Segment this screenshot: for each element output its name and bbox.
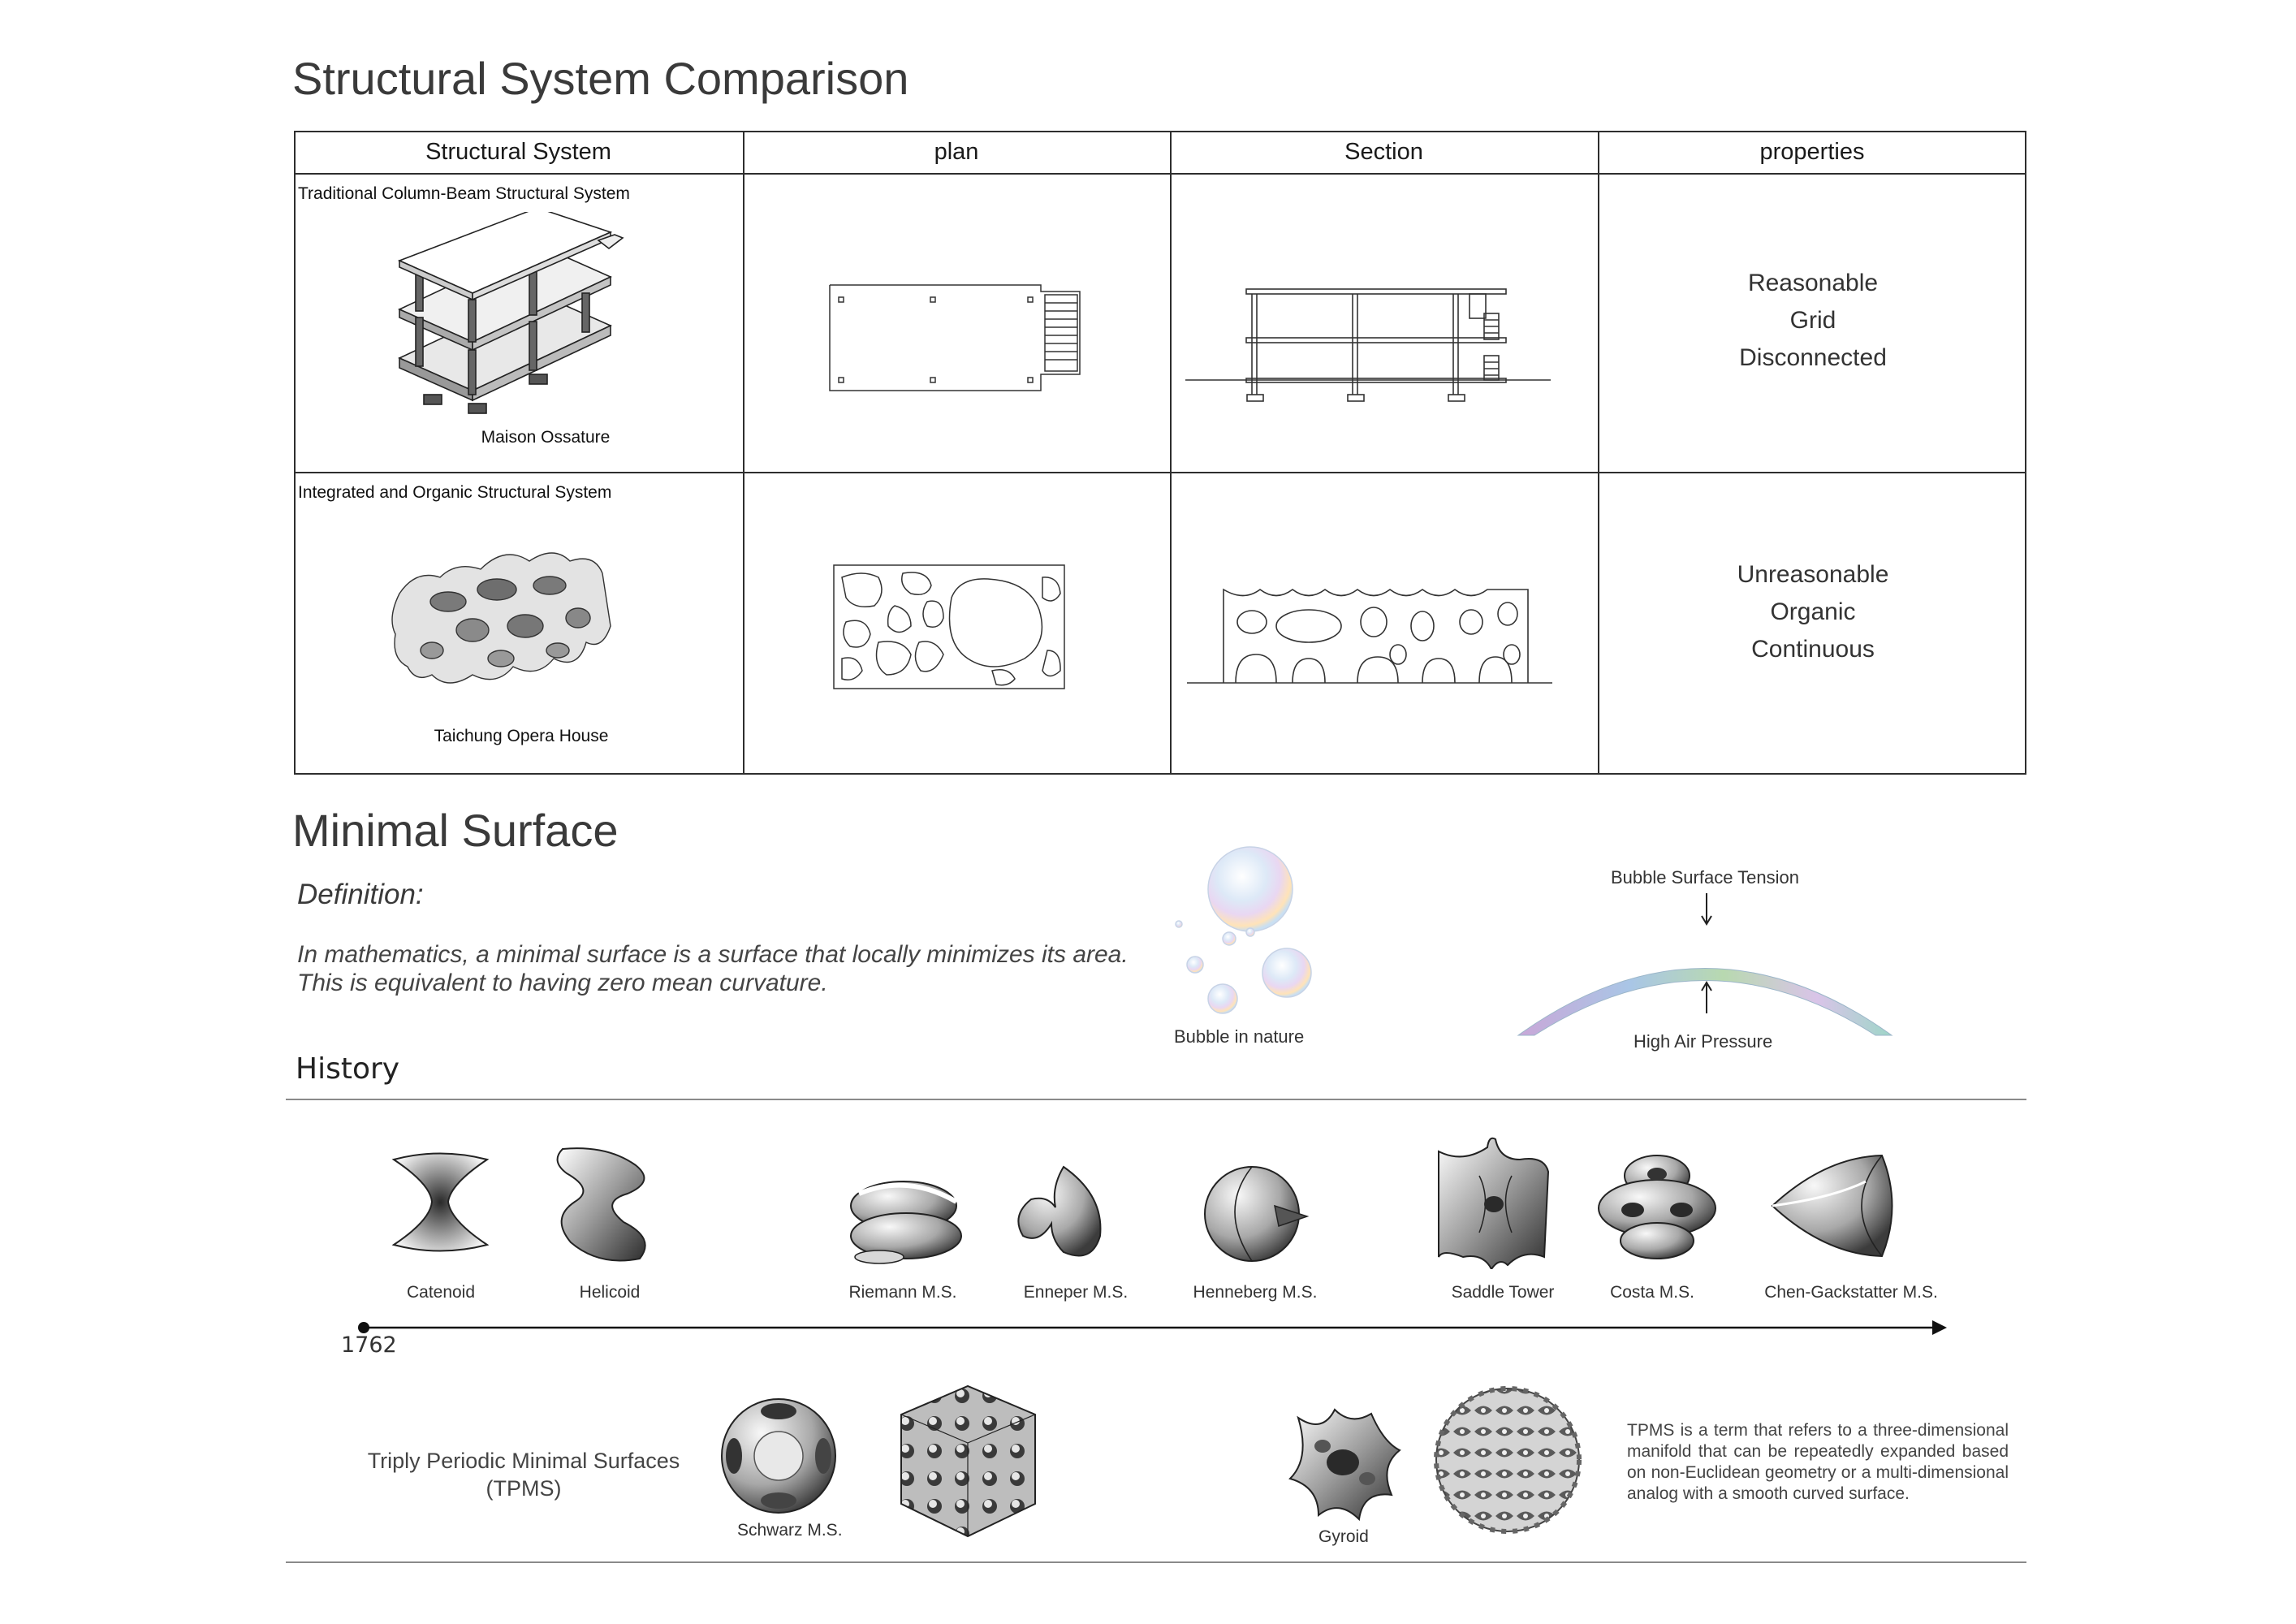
row-1-property-1: Reasonable bbox=[1747, 270, 1879, 296]
tpms-description: TPMS is a term that refers to a three-di… bbox=[1627, 1421, 2009, 1503]
schwarz-label: Schwarz M.S. bbox=[737, 1521, 843, 1540]
pressure-arrow bbox=[1701, 981, 1712, 1013]
row-1-property-2: Grid bbox=[1789, 307, 1836, 334]
row-2-system-name: Integrated and Organic Structural System bbox=[298, 483, 612, 502]
bubble-caption: Bubble in nature bbox=[1174, 1026, 1305, 1047]
definition-line-2: This is equivalent to having zero mean c… bbox=[297, 970, 828, 996]
row-1-properties: Reasonable Grid Disconnected bbox=[1598, 265, 2028, 377]
surface-label-catenoid: Catenoid bbox=[406, 1283, 476, 1302]
taichung-opera-plan bbox=[833, 564, 1065, 689]
history-title: History bbox=[296, 1052, 400, 1086]
row-2-property-1: Unreasonable bbox=[1737, 561, 1889, 588]
bubble-arch-illustration bbox=[1517, 968, 1893, 1036]
schwarz-unit-icon bbox=[721, 1398, 836, 1514]
tpms-label-line-1: Triply Periodic Minimal Surfaces bbox=[367, 1449, 680, 1473]
surface-label-helicoid: Helicoid bbox=[579, 1283, 641, 1302]
gyroid-label: Gyroid bbox=[1318, 1527, 1369, 1546]
minimal-surface-title: Minimal Surface bbox=[292, 805, 619, 856]
schwarz-lattice-icon bbox=[900, 1384, 1036, 1538]
surface-label-chen-gackstatter: Chen-Gackstatter M.S. bbox=[1764, 1283, 1938, 1302]
gyroid-unit-icon bbox=[1288, 1408, 1401, 1522]
header-plan: plan bbox=[934, 139, 979, 165]
definition-line-1: In mathematics, a minimal surface is a s… bbox=[297, 941, 1129, 968]
surface-label-costa: Costa M.S. bbox=[1610, 1283, 1694, 1302]
surface-label-henneberg: Henneberg M.S. bbox=[1193, 1283, 1318, 1302]
definition-label: Definition: bbox=[297, 879, 424, 910]
saddle-tower-icon bbox=[1438, 1137, 1550, 1269]
comparison-table: Structural System plan Section propertie… bbox=[294, 131, 2026, 775]
tension-label: Bubble Surface Tension bbox=[1611, 867, 1799, 888]
header-structural-system: Structural System bbox=[425, 139, 611, 165]
tension-arrow bbox=[1701, 893, 1712, 926]
costa-icon bbox=[1598, 1155, 1716, 1259]
henneberg-icon bbox=[1204, 1166, 1310, 1262]
tpms-label: Triply Periodic Minimal Surfaces (TPMS) bbox=[357, 1447, 690, 1502]
enneper-icon bbox=[1017, 1165, 1102, 1257]
chen-gackstatter-icon bbox=[1771, 1154, 1893, 1258]
maison-ossature-section bbox=[1185, 288, 1551, 402]
taichung-opera-section bbox=[1187, 588, 1552, 684]
surface-label-enneper: Enneper M.S. bbox=[1023, 1283, 1129, 1302]
history-bottom-rule bbox=[286, 1561, 2026, 1563]
row-2-property-3: Continuous bbox=[1751, 636, 1875, 663]
header-section: Section bbox=[1344, 139, 1423, 165]
gyroid-lattice-icon bbox=[1434, 1386, 1582, 1534]
maison-ossature-drawing bbox=[397, 212, 624, 414]
surface-label-riemann: Riemann M.S. bbox=[848, 1283, 957, 1302]
history-top-rule bbox=[286, 1099, 2026, 1100]
row-2-example-caption: Taichung Opera House bbox=[434, 727, 609, 745]
header-properties: properties bbox=[1759, 139, 1865, 165]
row-1-system-name: Traditional Column-Beam Structural Syste… bbox=[298, 184, 630, 203]
catenoid-icon bbox=[391, 1152, 490, 1252]
row-2-properties: Unreasonable Organic Continuous bbox=[1598, 556, 2028, 668]
timeline-start-year: 1762 bbox=[341, 1332, 397, 1358]
bubbles-illustration bbox=[1175, 846, 1312, 1014]
maison-ossature-plan bbox=[829, 284, 1081, 391]
taichung-opera-drawing bbox=[391, 552, 611, 684]
pressure-label: High Air Pressure bbox=[1634, 1031, 1773, 1052]
helicoid-icon bbox=[556, 1147, 646, 1262]
row-1-example-caption: Maison Ossature bbox=[481, 428, 611, 447]
riemann-icon bbox=[850, 1181, 962, 1264]
surface-label-saddle-tower: Saddle Tower bbox=[1451, 1283, 1555, 1302]
comparison-title: Structural System Comparison bbox=[292, 53, 909, 104]
row-2-property-2: Organic bbox=[1770, 598, 1856, 625]
timeline-arrow bbox=[358, 1320, 1947, 1335]
row-1-property-3: Disconnected bbox=[1739, 344, 1887, 371]
tpms-label-line-2: (TPMS) bbox=[486, 1476, 562, 1501]
